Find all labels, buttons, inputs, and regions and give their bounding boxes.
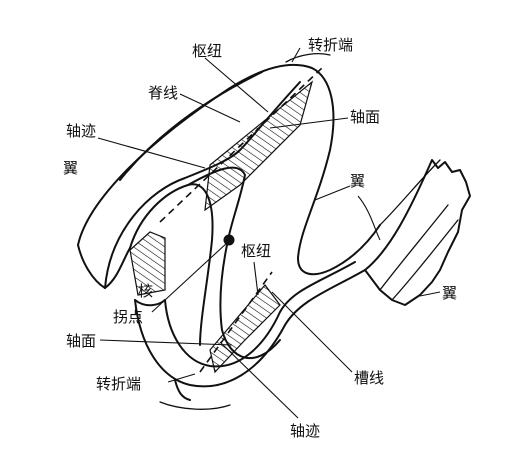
leader-trough-line <box>271 291 353 373</box>
label-axial-plane-top: 轴面 <box>350 108 380 126</box>
label-hinge-top: 枢纽 <box>192 42 222 60</box>
top-fringe-curve <box>285 53 331 63</box>
label-axial-trace-bottom: 轴迹 <box>290 422 320 440</box>
leader-limb-right <box>419 291 441 297</box>
lower-front-face <box>174 379 191 401</box>
right-limb-block <box>364 159 471 306</box>
leader-axial-trace-top <box>97 137 206 169</box>
label-axial-trace-top: 轴迹 <box>66 122 96 140</box>
leader-hinge-zone-top <box>291 47 301 63</box>
label-limb-left: 翼 <box>63 159 78 177</box>
upper-hinge-line <box>159 67 323 223</box>
left-limb-front-edge <box>77 244 131 289</box>
right-limb-inner-line-3 <box>391 219 459 301</box>
right-limb-inner-line-2 <box>379 204 449 291</box>
label-core: 核 <box>138 282 153 300</box>
lower-axial-plane-hatch <box>209 284 281 374</box>
label-axial-plane-bottom: 轴面 <box>66 332 96 350</box>
leader-hinge-top <box>204 57 269 113</box>
label-hinge-zone-top: 转折端 <box>308 36 353 54</box>
leader-hinge-zone-bottom <box>167 373 196 383</box>
syncline-middle-layer <box>164 261 356 368</box>
right-limb-inner-line-1 <box>379 159 441 226</box>
leader-axial-plane-top <box>269 117 349 129</box>
lower-hinge-line <box>199 271 273 373</box>
leader-hinge-middle <box>253 261 259 296</box>
leader-axial-trace-bottom <box>219 341 299 419</box>
upper-axial-plane-hatch <box>204 80 314 212</box>
label-limb-middle: 翼 <box>350 172 365 190</box>
bottom-fringe-curve <box>159 401 231 410</box>
leader-inflection-point <box>151 241 229 313</box>
anticline-outer-surface <box>77 64 381 276</box>
core-block-hatch <box>129 231 166 296</box>
anticline-back-edge <box>119 71 263 181</box>
syncline-outer-surface <box>134 269 366 388</box>
label-limb-right: 翼 <box>442 284 457 302</box>
leader-limb-right-upper <box>357 195 381 241</box>
leader-crest-line <box>179 93 241 123</box>
label-hinge-zone-bottom: 转折端 <box>96 375 141 393</box>
label-trough-line: 槽线 <box>354 369 384 387</box>
leader-axial-plane-bottom <box>99 339 233 346</box>
inflection-point-marker <box>223 234 235 246</box>
label-crest-line: 脊线 <box>148 84 178 102</box>
leader-limb-middle <box>314 185 351 201</box>
label-inflection-point: 拐点 <box>113 308 143 326</box>
label-hinge-middle: 枢纽 <box>241 242 271 260</box>
